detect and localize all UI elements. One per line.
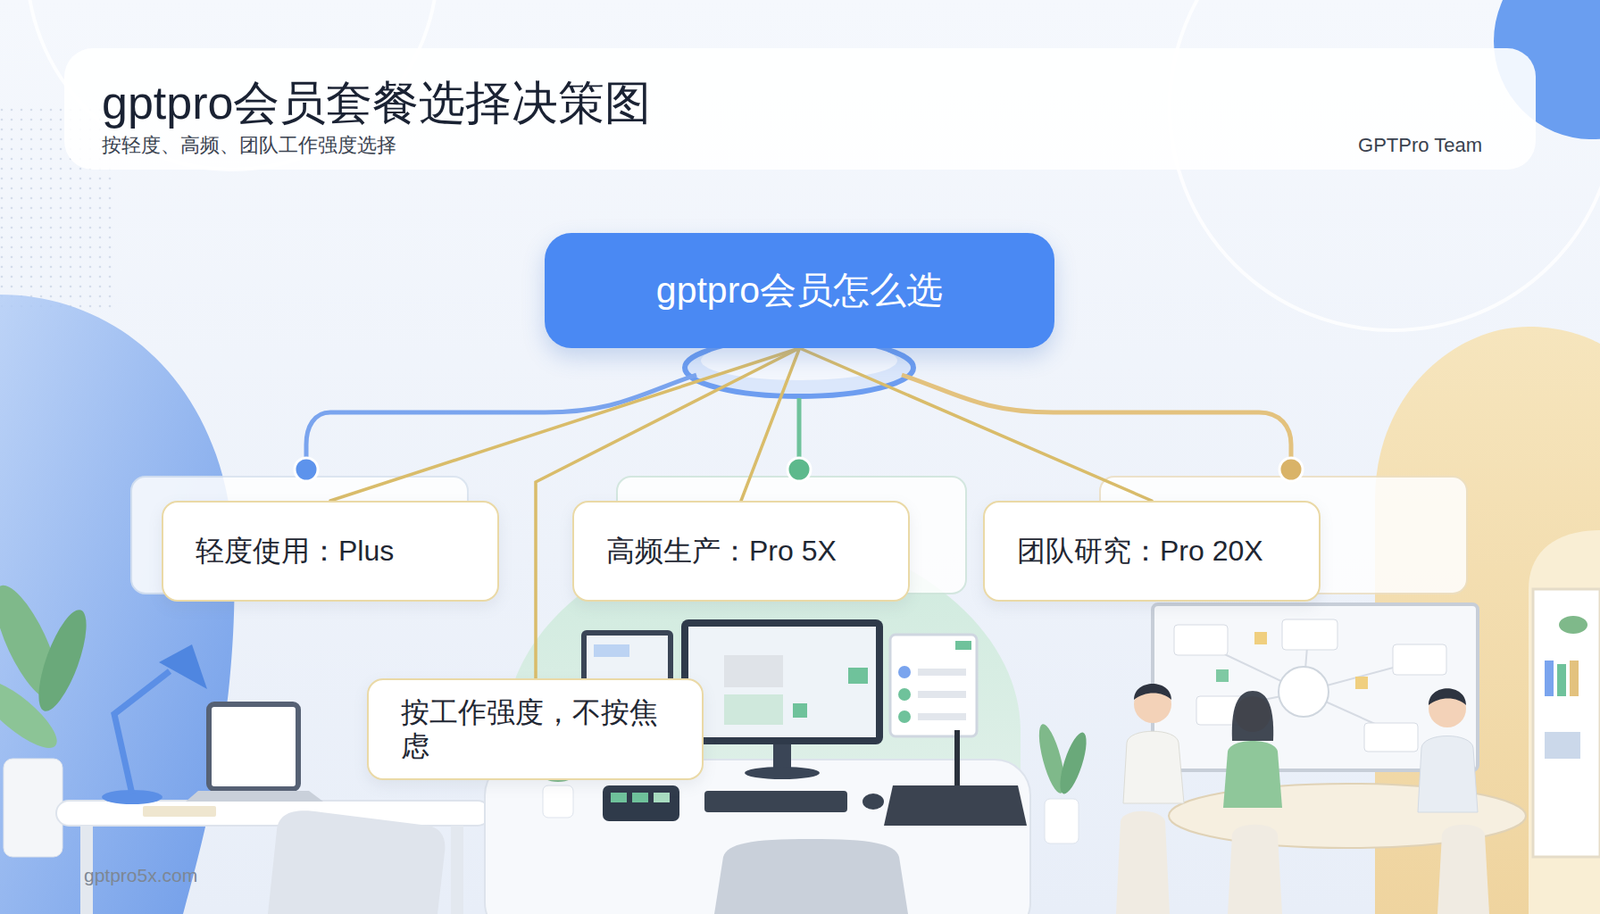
root-box: gptpro会员怎么选 [544, 233, 1055, 349]
chair [267, 810, 445, 914]
node-text: gptpro会员怎么选 [656, 268, 943, 313]
desk-top [484, 759, 1031, 914]
connector-line [800, 348, 1153, 501]
connector-line [330, 348, 800, 501]
ui-block [792, 703, 808, 718]
shelf [1533, 589, 1600, 858]
plan-box: 团队研究：Pro 20X [983, 500, 1321, 602]
ui-block [593, 644, 630, 658]
monitor-foot [744, 766, 820, 780]
plan-box: 高频生产：Pro 5X [572, 500, 910, 602]
deck-key [610, 792, 627, 803]
sticky-note [1216, 669, 1229, 683]
desk-top [56, 800, 491, 826]
gold-door [1528, 530, 1600, 914]
deck-key [632, 792, 649, 803]
keyboard [704, 791, 848, 813]
leaf [29, 604, 97, 717]
book [1544, 660, 1554, 697]
branch-dot [294, 458, 318, 482]
mouse [862, 793, 884, 810]
person-hair [1133, 683, 1172, 700]
deck-key [653, 792, 670, 803]
plant-pot [3, 758, 63, 858]
leaf [1558, 616, 1588, 634]
lamp-shade [158, 644, 208, 690]
ui-dot [898, 666, 911, 679]
branch-dot [787, 458, 811, 482]
map-card [1282, 619, 1338, 650]
team-label: GPTPro Team [1358, 133, 1483, 158]
person-hair [1428, 688, 1467, 706]
deco-branch [306, 375, 697, 465]
node-text: 按工作强度，不按焦虑 [400, 695, 674, 765]
connector-line [741, 348, 800, 501]
ui-dot [898, 710, 911, 724]
pen [954, 730, 960, 786]
map-center [1278, 666, 1329, 717]
node-text: 高频生产：Pro 5X [606, 533, 880, 568]
plant-pot [1044, 799, 1079, 844]
subtitle: 按轻度、高频、团队工作强度选择 [101, 133, 397, 158]
box [1544, 732, 1581, 759]
person-body [1223, 741, 1283, 809]
chair [1116, 811, 1170, 914]
lamp-arm [114, 671, 170, 795]
ui-block [724, 694, 784, 725]
plan-box: 轻度使用：Plus [161, 500, 500, 602]
notebook [142, 806, 217, 817]
branch-dot [1279, 458, 1303, 482]
ui-block [724, 655, 784, 688]
person-body [1417, 736, 1478, 814]
plant-pot [542, 785, 574, 818]
laptop-base [185, 791, 324, 802]
person-hair [1232, 691, 1274, 742]
team-scene [1033, 589, 1600, 914]
laptop-screen [208, 704, 299, 790]
ui-block [955, 641, 972, 650]
sticky-note [1254, 632, 1267, 645]
pen-tablet [883, 785, 1027, 826]
side-panel [890, 634, 977, 737]
person-body [1123, 731, 1184, 804]
chair [714, 839, 909, 914]
book [1569, 660, 1579, 697]
chair [1227, 825, 1283, 914]
ui-dot [898, 688, 911, 701]
map-card [1392, 644, 1447, 675]
header-panel [64, 48, 1536, 170]
leaf [1054, 730, 1092, 798]
sticky-note [1355, 676, 1368, 690]
node-text: 团队研究：Pro 20X [1016, 533, 1291, 568]
deco-branch [901, 375, 1292, 465]
ui-bar [917, 713, 967, 721]
watermark: gptpro5x.com [83, 864, 198, 887]
deco-branch [797, 398, 802, 459]
callout-box: 按工作强度，不按焦虑 [366, 678, 704, 781]
control-deck [602, 785, 680, 822]
map-card [1364, 723, 1418, 752]
book [1557, 664, 1567, 697]
ui-bar [917, 668, 967, 676]
desk-leg [450, 825, 464, 914]
monitor-screen [688, 626, 876, 738]
ui-bar [917, 691, 967, 699]
page-title: gptpro会员套餐选择决策图 [101, 75, 651, 131]
ui-block [848, 667, 868, 684]
monitor [681, 619, 884, 745]
map-card [1174, 625, 1228, 656]
leaf [0, 670, 67, 759]
monitor-stand [773, 744, 792, 770]
node-text: 轻度使用：Plus [195, 533, 469, 568]
chair [1437, 825, 1490, 914]
